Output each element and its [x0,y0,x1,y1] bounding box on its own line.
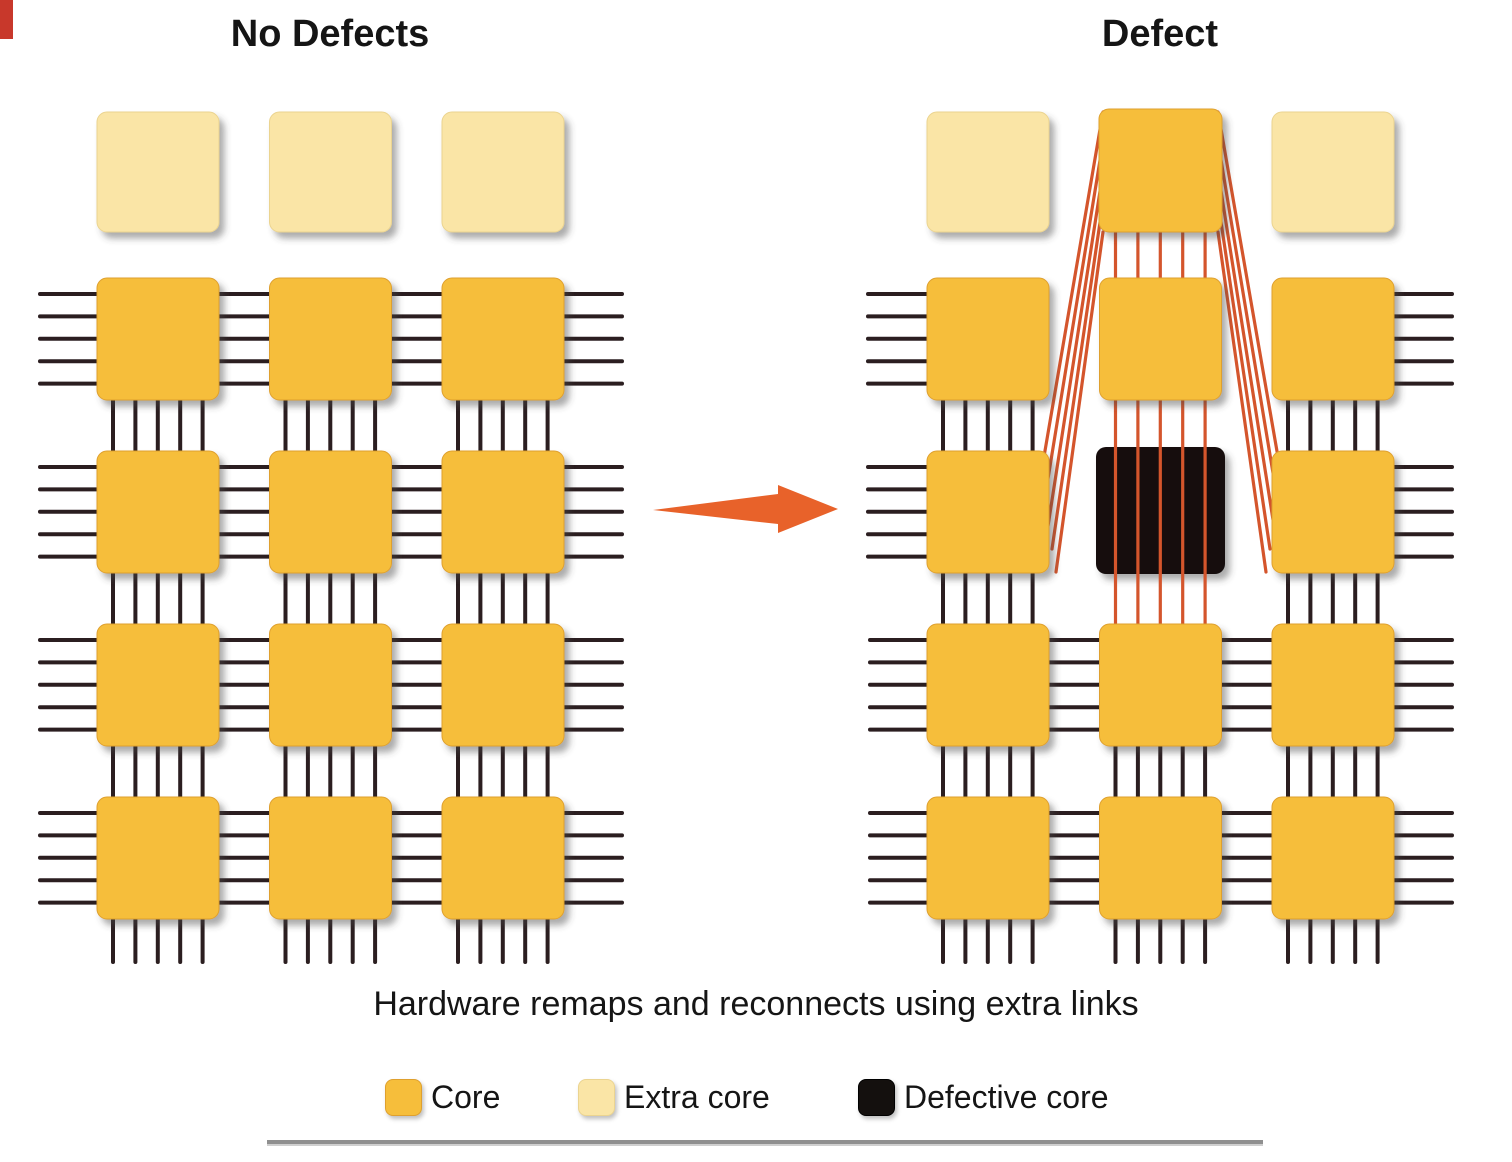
left-extra-cores [96,111,565,233]
extra-core [96,111,220,233]
core [269,277,392,401]
right-panel-title: Defect [1101,13,1219,55]
legend-label: Extra core [624,1079,770,1115]
remapped-spare-core [1098,108,1223,233]
core [96,450,220,574]
red-diagonal-bundle-left [1038,110,1105,574]
core [926,796,1050,920]
red-diagonal-bundle-right [1216,110,1284,574]
core [1271,277,1395,401]
core [1099,623,1222,747]
core [1099,277,1222,401]
core [96,277,220,401]
core-swatch-icon [385,1079,422,1116]
right-cores [926,108,1395,920]
extra-core [1271,111,1395,233]
legend-label: Core [431,1079,501,1115]
core [1271,623,1395,747]
core [269,450,392,574]
core [441,796,565,920]
red-remap-links [1038,110,1284,634]
left-panel-title: No Defects [230,13,430,55]
core [1099,796,1222,920]
legend-item-core: Core [385,1079,500,1116]
legend-item-extra-core: Extra core [578,1079,770,1116]
core [1271,450,1395,574]
core [269,796,392,920]
core [926,277,1050,401]
core [441,450,565,574]
extra-core [441,111,565,233]
core [96,623,220,747]
red-edge-artifact [0,0,13,39]
core [269,623,392,747]
legend-label: Defective core [904,1079,1109,1115]
core [96,796,220,920]
figure-caption: Hardware remaps and reconnects using ext… [373,985,1139,1023]
defective-core-swatch-icon [858,1079,895,1116]
extra-core-swatch-icon [578,1079,615,1116]
core [441,277,565,401]
right-extra-cores [926,111,1395,233]
left-cores [96,277,565,920]
extra-core [926,111,1050,233]
bottom-divider [267,1140,1263,1146]
core [1271,796,1395,920]
right-arrow-icon [653,485,838,533]
core [926,450,1050,574]
legend-item-defective-core: Defective core [858,1079,1109,1116]
core [926,623,1050,747]
extra-core [269,111,392,233]
core [441,623,565,747]
